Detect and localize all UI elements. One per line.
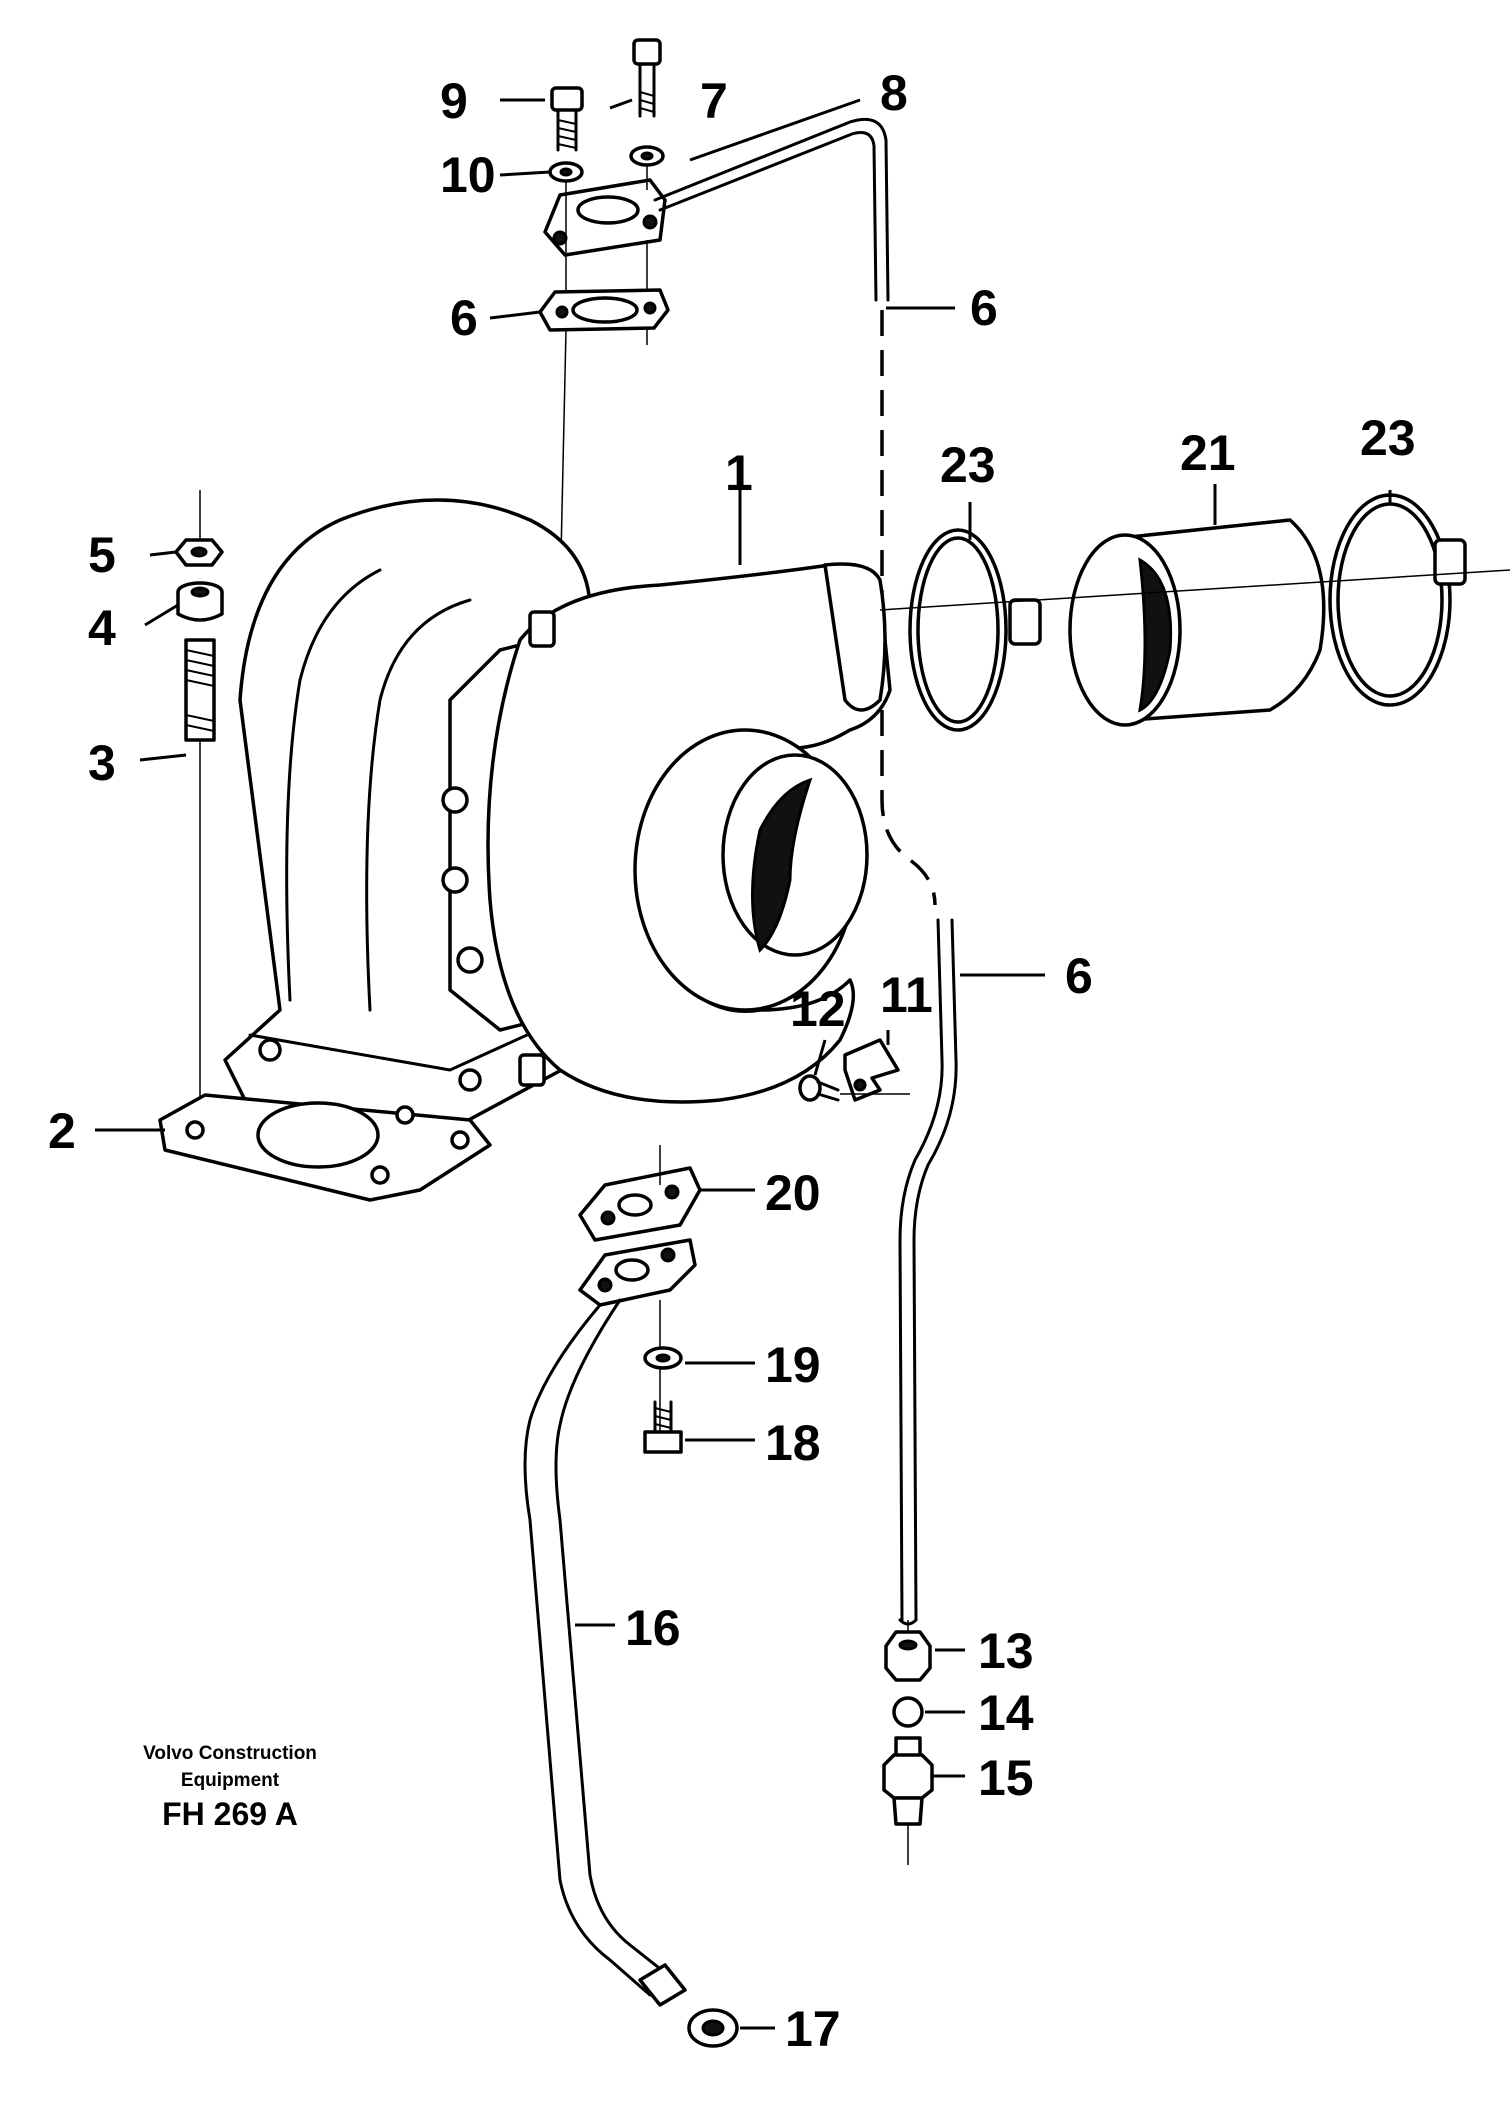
hose-22 <box>1068 518 1326 727</box>
callout-22: 21 <box>1180 425 1236 481</box>
cone-ring-15 <box>892 1696 924 1728</box>
callout-6-lower: 6 <box>1065 948 1093 1004</box>
callout-17: 16 <box>625 1600 681 1656</box>
callout-labels: 9 7 8 10 6 6 1 23 21 23 5 4 3 6 11 12 2 … <box>48 65 1416 2057</box>
callout-19: 18 <box>765 1415 821 1471</box>
callout-14: 13 <box>978 1623 1034 1679</box>
gasket-21 <box>578 1166 702 1242</box>
callout-1: 1 <box>725 445 753 501</box>
stud-3 <box>184 490 216 1160</box>
callout-8: 7 <box>700 73 728 129</box>
clip-12 <box>843 1038 900 1102</box>
callout-13: 12 <box>790 981 846 1037</box>
nipple-16 <box>882 1620 934 1865</box>
callout-20: 19 <box>765 1337 821 1393</box>
figure-code: FH 269 A <box>162 1796 298 1832</box>
oil-return-pipe-6-lower <box>898 918 958 1626</box>
bolt-19 <box>643 1400 683 1454</box>
hose-clamp-23-right <box>1328 493 1467 707</box>
caption-company-subline: Equipment <box>180 1770 280 1791</box>
callout-12: 11 <box>880 967 933 1023</box>
flange-9 <box>543 178 667 257</box>
callout-21: 20 <box>765 1165 821 1221</box>
callout-2: 2 <box>48 1103 76 1159</box>
leader-lines <box>95 98 1392 2030</box>
callout-18: 17 <box>785 2001 841 2057</box>
callout-4: 4 <box>88 600 116 656</box>
oil-pipe-9 <box>653 117 890 302</box>
sleeve-18 <box>687 2008 739 2048</box>
turbocharger-1 <box>223 498 892 1132</box>
callout-9: 8 <box>880 65 908 121</box>
oil-drain-pipe-17 <box>523 1298 687 2007</box>
callout-15: 14 <box>978 1685 1034 1741</box>
hose-clamp-23-left <box>908 528 1042 732</box>
callout-23-right: 23 <box>1360 410 1416 466</box>
nut-5 <box>174 538 224 567</box>
bolt-8 <box>629 38 665 167</box>
caption-company-name: Volvo Construction <box>143 1743 317 1764</box>
screw-13 <box>798 1074 910 1102</box>
callout-23-left: 23 <box>940 437 996 493</box>
union-nut-14 <box>884 1630 932 1682</box>
gasket-2 <box>158 1093 492 1202</box>
callout-6-upper: 6 <box>970 280 998 336</box>
washer-20 <box>643 1346 683 1370</box>
callout-10: 9 <box>440 73 468 129</box>
callout-16: 15 <box>978 1750 1034 1806</box>
callout-11: 10 <box>440 147 496 203</box>
callout-7: 6 <box>450 290 478 346</box>
oil-return-pipe-6-upper <box>880 310 937 906</box>
spacer-4 <box>176 581 224 622</box>
callout-5: 5 <box>88 527 116 583</box>
bolt-10 <box>550 86 584 152</box>
gasket-7 <box>538 288 670 332</box>
callout-3: 3 <box>88 735 116 791</box>
washer-11 <box>548 161 584 183</box>
flange-17 <box>578 1238 697 1307</box>
